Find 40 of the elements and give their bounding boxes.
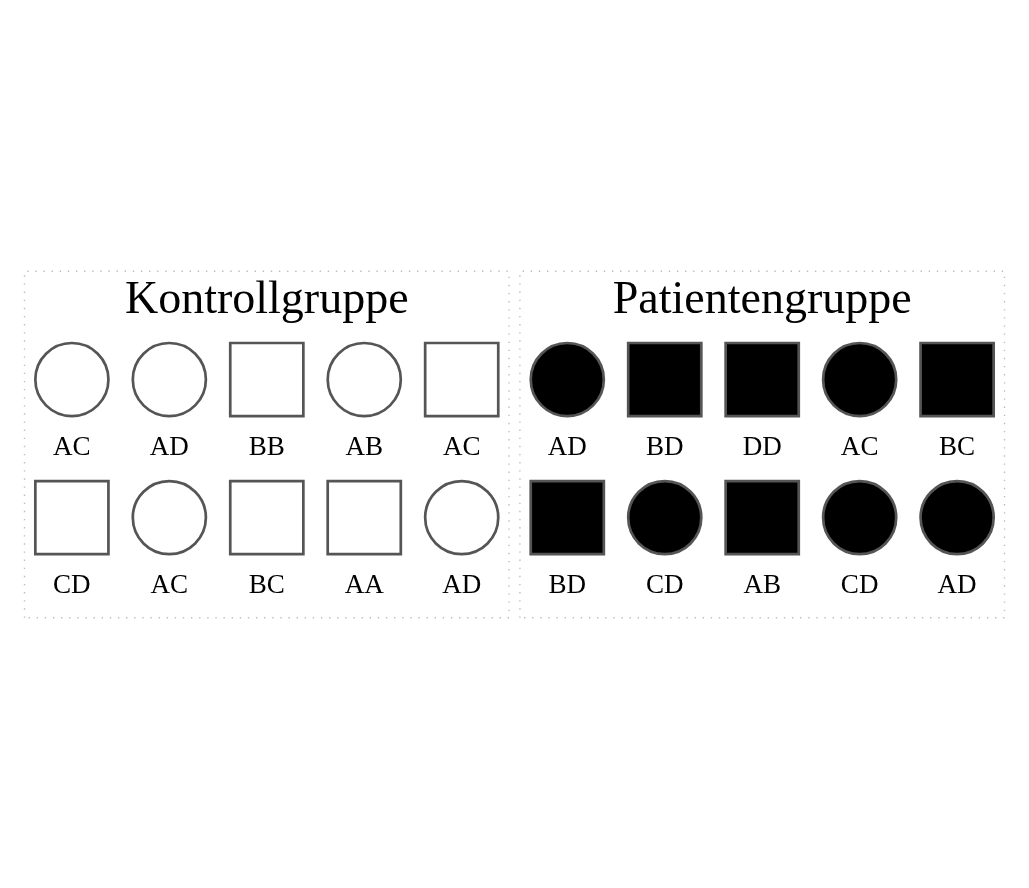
node-label: AC [442,430,481,461]
node-box [423,341,500,417]
node-box [626,341,703,417]
node-box [228,341,305,417]
node-circle [626,479,703,555]
node-box [529,479,606,555]
node-box [34,479,110,555]
node-label: CD [645,568,684,599]
node-circle [821,479,898,555]
node-circle [34,341,110,417]
node-label: AC [53,430,91,461]
node-circle [131,341,208,417]
node-circle [423,479,500,555]
node-circle [919,479,995,555]
node-label: AB [743,568,782,599]
node-label: BC [939,430,976,461]
node-label: AB [345,430,384,461]
node-label: AC [150,568,189,599]
node-box [228,479,305,555]
node-box [919,341,995,417]
node-circle [821,341,898,417]
node-label: AD [149,430,189,461]
node-label: BC [248,568,285,599]
node-label: BD [548,568,587,599]
node-box [724,341,801,417]
node-label: AD [547,430,587,461]
node-label: AD [442,568,482,599]
node-label: AA [344,568,384,599]
node-label: CD [840,568,879,599]
node-box [326,479,403,555]
node-label: DD [742,430,782,461]
node-label: CD [53,568,91,599]
node-box [724,479,801,555]
node-label: AD [937,568,977,599]
node-label: BB [248,430,285,461]
node-label: BD [645,430,684,461]
node-circle [326,341,403,417]
node-circle [529,341,606,417]
node-circle [131,479,208,555]
node-label: AC [840,430,879,461]
